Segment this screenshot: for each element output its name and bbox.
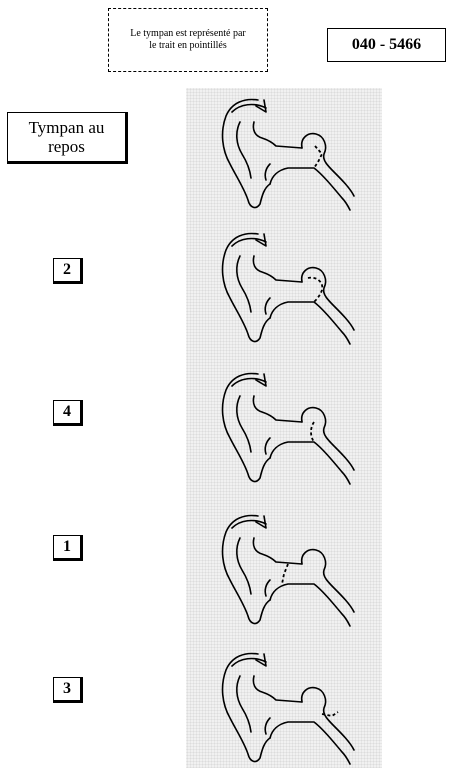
option-number-box: 2 (53, 258, 83, 284)
instruction-note-line-2: le trait en pointillés (149, 40, 227, 51)
instruction-note: Le tympan est représenté par le trait en… (108, 8, 268, 72)
rest-label-box: Tympan au repos (7, 112, 128, 164)
option-number-box: 1 (53, 535, 83, 561)
ear-diagram-option-2 (221, 232, 355, 345)
document-code: 040 - 5466 (327, 28, 446, 62)
option-number-box: 3 (53, 677, 83, 703)
drawing-panel (186, 88, 382, 768)
ear-diagram-option-1 (221, 514, 355, 627)
ear-diagram-option-3 (221, 652, 355, 765)
rest-label-line-2: repos (48, 137, 85, 156)
ear-diagram-option-4 (221, 372, 355, 485)
rest-label-line-1: Tympan au (28, 118, 105, 137)
instruction-note-line-1: Le tympan est représenté par (130, 28, 246, 39)
ear-diagram-rest (221, 98, 355, 211)
option-number-box: 4 (53, 400, 83, 426)
